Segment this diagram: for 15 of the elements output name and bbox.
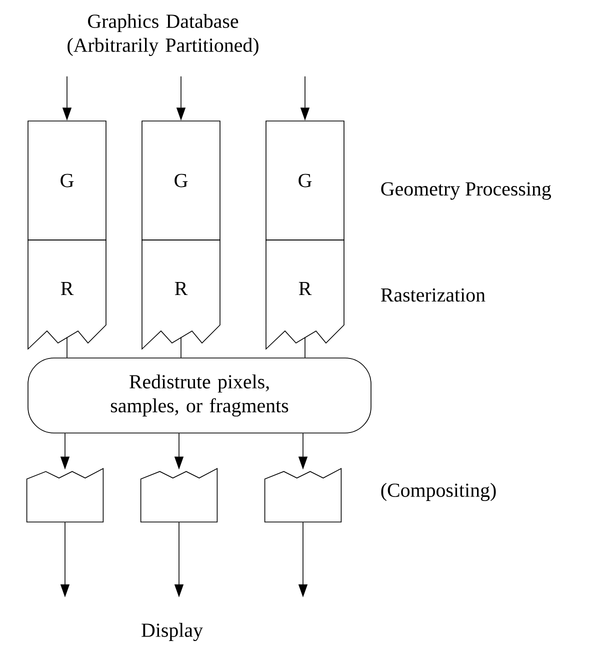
stage-label: Rasterization	[380, 288, 486, 302]
stage-label: Geometry Processing	[381, 182, 551, 200]
process-box: G	[266, 120, 344, 240]
output-label: Display	[142, 622, 203, 642]
process-box: G	[142, 120, 220, 240]
rounded-box: Redistrute pixels, samples, or fragments	[28, 358, 372, 434]
process-box: R	[28, 240, 106, 350]
stage-label: (Compositing)	[381, 482, 496, 502]
title-text: Graphics Database (Arbitrarily Partitioned)	[68, 14, 258, 56]
process-box: G	[28, 120, 106, 240]
process-box: R	[266, 240, 344, 350]
process-box: R	[142, 240, 220, 350]
compositing-box	[26, 468, 104, 522]
compositing-box	[140, 468, 218, 522]
compositing-box	[264, 468, 342, 522]
